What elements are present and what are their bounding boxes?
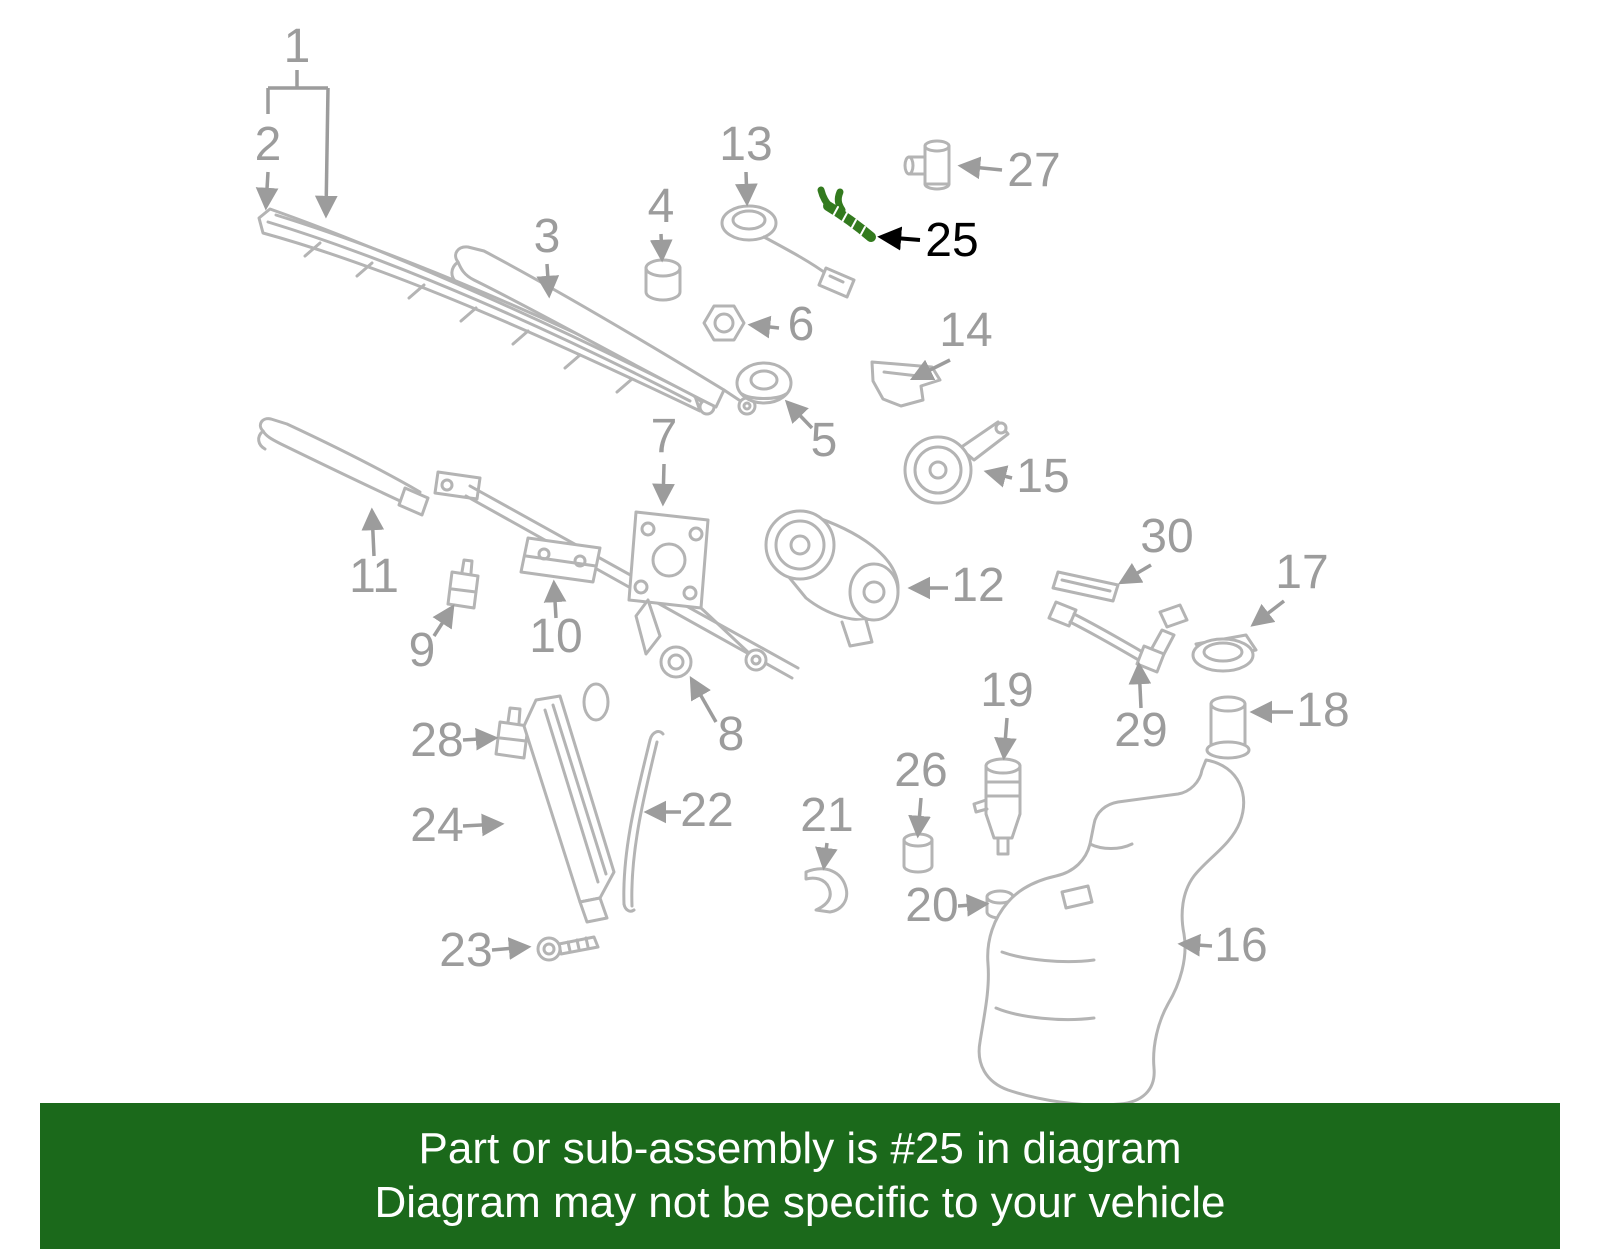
part-22-rod xyxy=(622,730,665,913)
part-label-13: 13 xyxy=(719,118,772,171)
part-label-10: 10 xyxy=(529,610,582,663)
part-30-strip xyxy=(1051,570,1120,603)
part-label-15: 15 xyxy=(1016,450,1069,503)
part-label-14: 14 xyxy=(939,304,992,357)
part-label-5: 5 xyxy=(811,414,838,467)
part-label-9: 9 xyxy=(409,624,436,677)
part-3-wiper-arm xyxy=(450,245,757,416)
part-21-hose-elbow xyxy=(804,867,849,914)
part-1-wiper-blade-assembly xyxy=(257,207,716,416)
part-label-7: 7 xyxy=(651,410,678,463)
part-label-1: 1 xyxy=(284,20,311,73)
part-label-6: 6 xyxy=(788,298,815,351)
part-29-hose-assembly xyxy=(1047,600,1189,674)
part-label-21: 21 xyxy=(800,789,853,842)
part-label-30: 30 xyxy=(1140,510,1193,563)
banner-line-2: Diagram may not be specific to your vehi… xyxy=(374,1178,1226,1227)
part-label-24: 24 xyxy=(410,799,463,852)
part-28-clip xyxy=(494,706,530,760)
part-19-washer-pump xyxy=(972,757,1022,856)
part-16-washer-reservoir xyxy=(977,758,1246,1107)
part-label-16: 16 xyxy=(1214,919,1267,972)
part-label-20: 20 xyxy=(905,879,958,932)
part-label-3: 3 xyxy=(534,210,561,263)
part-label-25: 25 xyxy=(925,214,978,267)
part-label-4: 4 xyxy=(648,180,675,233)
diagram-art xyxy=(257,139,1258,1107)
part-label-2: 2 xyxy=(255,118,282,171)
part-label-23: 23 xyxy=(439,924,492,977)
part-label-27: 27 xyxy=(1007,144,1060,197)
part-label-8: 8 xyxy=(718,708,745,761)
part-7-linkage xyxy=(433,470,800,680)
part-24-trim-channel xyxy=(522,682,616,924)
part-label-17: 17 xyxy=(1275,546,1328,599)
part-18-filler-neck xyxy=(1205,695,1251,760)
highlight-banner: Part or sub-assembly is #25 in diagram D… xyxy=(40,1103,1560,1249)
part-13-cap-with-lead xyxy=(720,204,856,299)
part-27-fitting xyxy=(903,139,951,191)
part-label-12: 12 xyxy=(951,559,1004,612)
part-15-mount xyxy=(903,420,1010,505)
part-12-wiper-motor xyxy=(764,509,900,648)
part-11-small-wiper-arm xyxy=(257,417,430,517)
part-6-nut xyxy=(702,304,746,342)
part-26-sleeve xyxy=(902,832,934,874)
part-label-26: 26 xyxy=(894,744,947,797)
part-8-grommet xyxy=(659,645,693,679)
part-5-grommet xyxy=(735,361,793,405)
part-label-28: 28 xyxy=(410,714,463,767)
part-4-cap xyxy=(644,258,682,302)
banner-line-1: Part or sub-assembly is #25 in diagram xyxy=(418,1124,1182,1174)
part-9-clip xyxy=(446,558,480,610)
part-label-22: 22 xyxy=(680,784,733,837)
part-label-18: 18 xyxy=(1296,684,1349,737)
part-label-29: 29 xyxy=(1114,704,1167,757)
part-label-19: 19 xyxy=(980,664,1033,717)
highlighted-part-25 xyxy=(817,186,876,242)
part-23-screw xyxy=(536,935,600,962)
part-10-bracket xyxy=(519,536,602,584)
part-label-11: 11 xyxy=(349,550,399,603)
part-17-reservoir-cap xyxy=(1191,633,1258,673)
